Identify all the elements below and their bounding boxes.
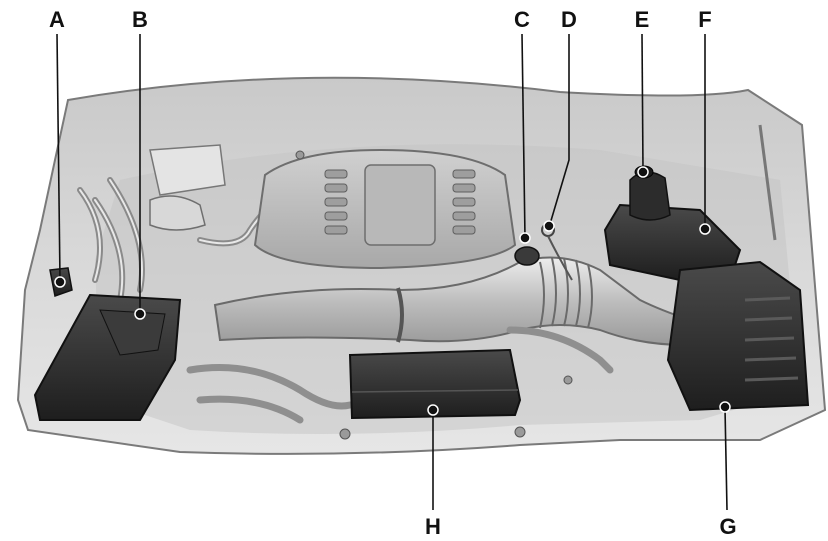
callout-label-c: C	[514, 9, 530, 31]
callout-label-b: B	[132, 9, 148, 31]
leader-dot-d	[544, 221, 554, 231]
leader-dot-e	[638, 167, 648, 177]
component-e-reservoir	[630, 172, 670, 220]
callout-label-f: F	[698, 9, 711, 31]
leader-dot-g	[720, 402, 730, 412]
component-g-air-cleaner	[668, 262, 808, 410]
callout-label-g: G	[719, 516, 736, 538]
leader-dot-a	[55, 277, 65, 287]
callout-label-h: H	[425, 516, 441, 538]
leader-dot-b	[135, 309, 145, 319]
leader-dot-h	[428, 405, 438, 415]
component-c-oil-cap	[515, 247, 539, 265]
engine-cover-center-panel	[365, 165, 435, 245]
callout-label-a: A	[49, 9, 65, 31]
leader-dot-f	[700, 224, 710, 234]
leader-line-e	[642, 34, 643, 170]
leader-dot-c	[520, 233, 530, 243]
callout-label-e: E	[635, 9, 650, 31]
callout-label-d: D	[561, 9, 577, 31]
